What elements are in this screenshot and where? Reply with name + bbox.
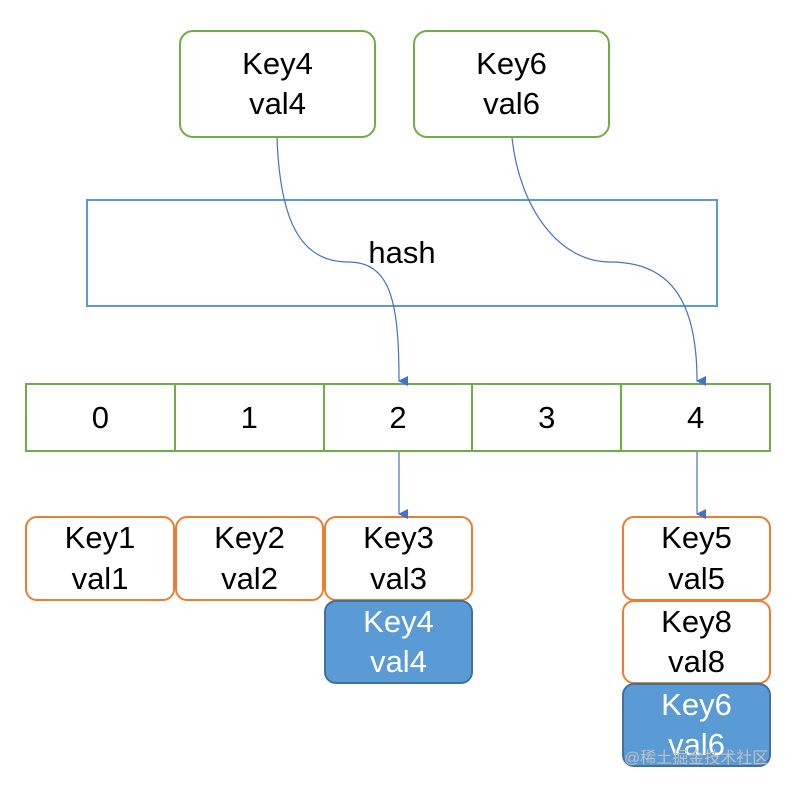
chain-node-val: val1 [71,560,129,596]
chain-node-key: Key4 [363,603,434,639]
input-node-key6: Key6 val6 [413,30,610,138]
chain-node-key: Key1 [64,520,136,556]
bucket-array: 0 1 2 3 4 [25,383,771,452]
chain-node-key6-new: Key6 val6 [622,683,771,767]
bucket-2: 2 [322,385,472,450]
chain-node-val: val5 [668,560,725,596]
chain-node-val: val2 [221,560,278,596]
chain-node-key: Key3 [363,520,434,556]
input-node-key: Key6 [476,45,547,81]
chain-node-key4-new: Key4 val4 [324,600,473,684]
bucket-0: 0 [91,399,110,435]
bucket-3: 3 [471,385,620,450]
hash-label: hash [368,235,436,270]
watermark: @稀土掘金技术社区 [624,750,769,767]
chain-node-key: Key8 [661,603,732,639]
input-node-key4: Key4 val4 [179,30,376,138]
chain-node-val: val4 [370,644,427,679]
input-node-key: Key4 [242,45,313,81]
input-node-val: val4 [249,86,306,121]
chain-node-key8: Key8 val8 [622,600,771,684]
chain-node-val: val8 [668,644,725,679]
bucket-1: 1 [173,385,323,450]
bucket-4: 4 [620,385,769,450]
chain-node-key: Key6 [661,686,732,722]
chain-node-val: val6 [668,727,725,762]
chain-node-key5: Key5 val5 [622,516,771,601]
chain-node-key2: Key2 val2 [175,516,324,601]
chain-node-key: Key5 [661,520,732,556]
input-node-val: val6 [483,86,540,121]
hash-function-box: hash [86,199,718,307]
chain-node-key1: Key1 val1 [25,516,175,601]
chain-node-val: val3 [370,560,427,596]
chain-node-key3: Key3 val3 [324,516,473,601]
chain-node-key: Key2 [214,520,285,556]
